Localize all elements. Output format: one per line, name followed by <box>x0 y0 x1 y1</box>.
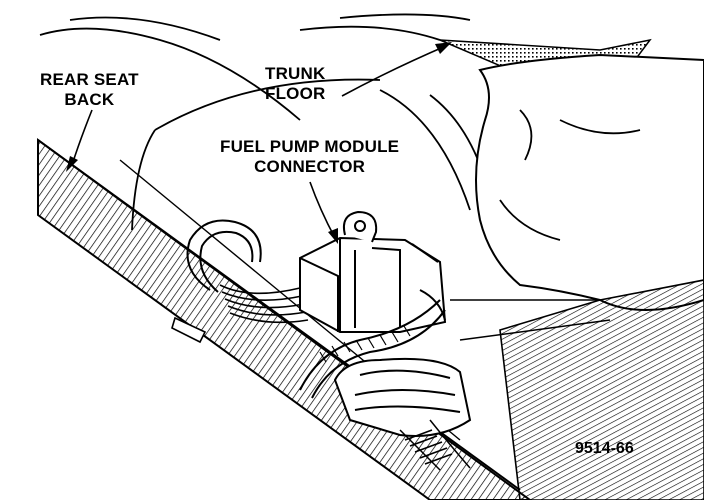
harness-tape-marks <box>319 325 411 363</box>
label-trunk-floor-line2: FLOOR <box>265 84 326 103</box>
label-trunk-floor: TRUNK FLOOR <box>265 64 326 104</box>
figure-id: 9514-66 <box>575 440 634 457</box>
label-rear-seat-back-line1: REAR SEAT <box>40 70 139 89</box>
harness-boot <box>333 357 472 437</box>
leader-rear-seat-back <box>71 109 93 166</box>
label-trunk-floor-line1: TRUNK <box>265 64 326 83</box>
floor-edge <box>450 299 611 341</box>
label-rear-seat-back: REAR SEAT BACK <box>40 70 139 110</box>
arrowhead-connector <box>328 228 338 244</box>
trunk-contours <box>39 13 501 261</box>
label-fuel-pump-connector: FUEL PUMP MODULE CONNECTOR <box>220 137 399 177</box>
leader-trunk-floor <box>341 44 449 97</box>
connector-harness <box>299 289 446 399</box>
seat-clip <box>171 316 207 344</box>
label-connector-line2: CONNECTOR <box>254 157 366 176</box>
leader-connector <box>309 181 336 239</box>
label-connector-line1: FUEL PUMP MODULE <box>220 137 400 156</box>
connector-mounting-tab <box>342 210 378 243</box>
fuel-pump-connector-shape <box>299 236 447 333</box>
corrugated-tube <box>399 419 471 471</box>
wire-bundle <box>219 284 309 324</box>
floor-panel-lower-right <box>499 279 704 500</box>
arrowhead-rear-seat-back <box>66 156 78 172</box>
wiring-harness-loop <box>186 219 262 293</box>
carpet-folds <box>499 109 641 241</box>
arrowhead-trunk-floor <box>435 42 452 54</box>
carpet-flap <box>475 53 704 311</box>
label-rear-seat-back-line2: BACK <box>64 90 115 109</box>
